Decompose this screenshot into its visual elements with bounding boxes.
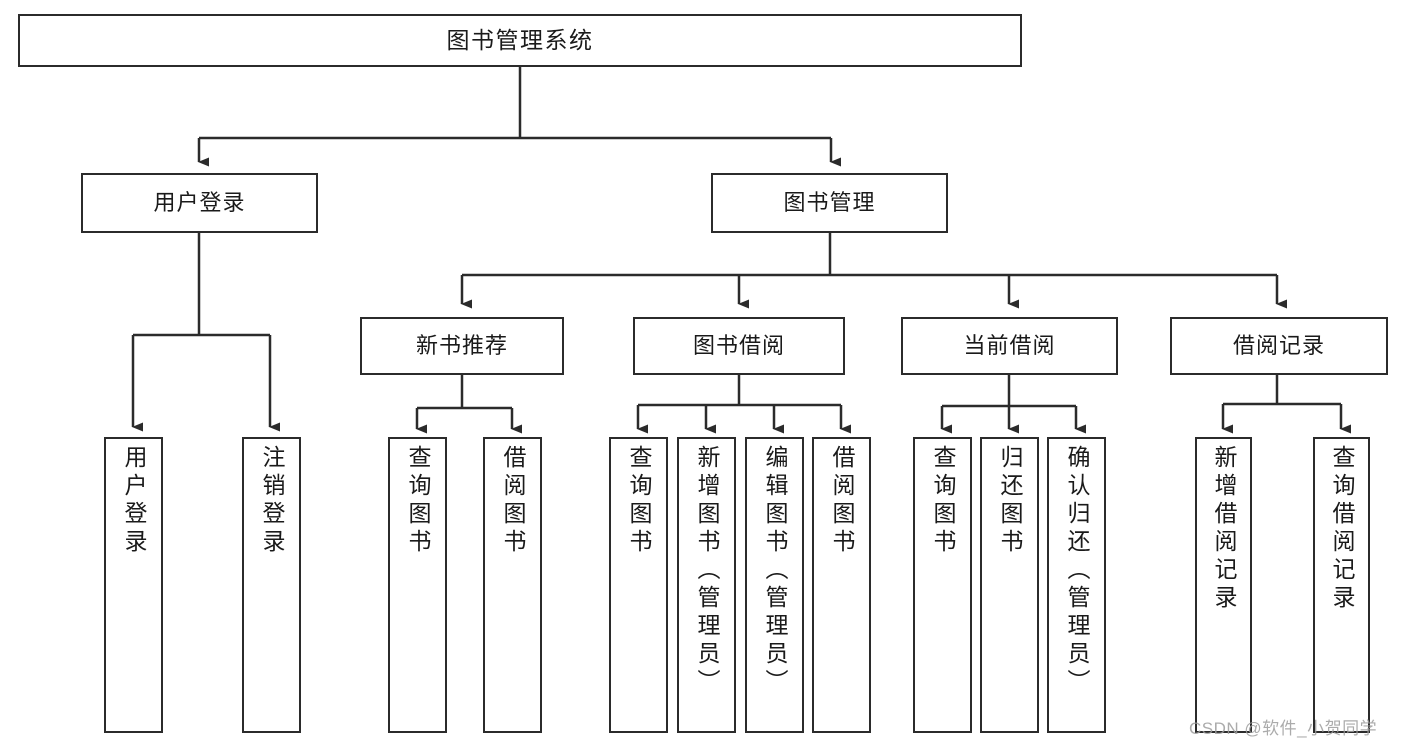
leaf-query-borrow-record[interactable]: 查询借阅记录 xyxy=(1313,437,1370,733)
node-new-book-recommend[interactable]: 新书推荐 xyxy=(360,317,564,375)
node-label: 注销登录 xyxy=(259,445,285,557)
node-label: 图书管理 xyxy=(783,189,876,215)
leaf-query-book-new[interactable]: 查询图书 xyxy=(388,437,447,733)
leaf-query-book-current[interactable]: 查询图书 xyxy=(913,437,972,733)
node-current-borrow[interactable]: 当前借阅 xyxy=(901,317,1118,375)
leaf-borrow-book-new[interactable]: 借阅图书 xyxy=(483,437,542,733)
leaf-edit-book-admin[interactable]: 编辑图书（管理员） xyxy=(745,437,804,733)
leaf-user-login[interactable]: 用户登录 xyxy=(104,437,163,733)
node-label: 查询图书 xyxy=(626,445,652,557)
node-book-management[interactable]: 图书管理 xyxy=(711,173,948,233)
node-label: 新增借阅记录 xyxy=(1211,445,1237,613)
node-label: 借阅图书 xyxy=(500,445,526,557)
node-label: 查询借阅记录 xyxy=(1329,445,1355,613)
node-label: 当前借阅 xyxy=(963,332,1056,358)
node-label: 新书推荐 xyxy=(415,332,508,358)
node-book-borrow[interactable]: 图书借阅 xyxy=(633,317,845,375)
leaf-return-book[interactable]: 归还图书 xyxy=(980,437,1039,733)
leaf-add-borrow-record[interactable]: 新增借阅记录 xyxy=(1195,437,1252,733)
node-label: 用户登录 xyxy=(153,189,246,215)
node-label: 借阅图书 xyxy=(829,445,855,557)
node-label: 新增图书（管理员） xyxy=(694,445,720,697)
node-root-system[interactable]: 图书管理系统 xyxy=(18,14,1022,67)
leaf-user-logout[interactable]: 注销登录 xyxy=(242,437,301,733)
node-label: 查询图书 xyxy=(405,445,431,557)
node-user-login[interactable]: 用户登录 xyxy=(81,173,318,233)
node-label: 借阅记录 xyxy=(1232,332,1325,358)
node-label: 图书借阅 xyxy=(692,332,785,358)
leaf-confirm-return-admin[interactable]: 确认归还（管理员） xyxy=(1047,437,1106,733)
csdn-watermark: CSDN @软件_小贺同学 xyxy=(1189,719,1378,738)
node-label: 编辑图书（管理员） xyxy=(762,445,788,697)
node-borrow-record[interactable]: 借阅记录 xyxy=(1170,317,1388,375)
node-label: 确认归还（管理员） xyxy=(1064,445,1090,697)
leaf-borrow-book[interactable]: 借阅图书 xyxy=(812,437,871,733)
leaf-add-book-admin[interactable]: 新增图书（管理员） xyxy=(677,437,736,733)
node-label: 归还图书 xyxy=(997,445,1023,557)
node-label: 查询图书 xyxy=(930,445,956,557)
leaf-query-book-borrow[interactable]: 查询图书 xyxy=(609,437,668,733)
node-label: 图书管理系统 xyxy=(446,26,594,53)
node-label: 用户登录 xyxy=(121,445,147,557)
